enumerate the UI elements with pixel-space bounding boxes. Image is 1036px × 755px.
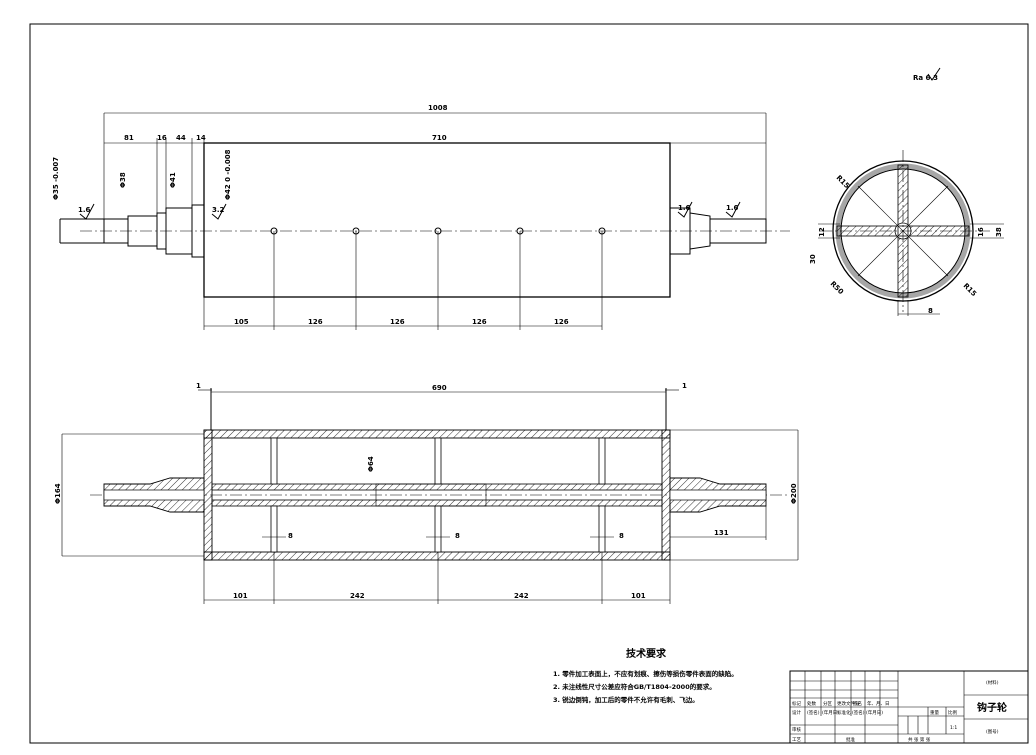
svg-text:处数: 处数: [807, 700, 816, 707]
svg-text:比例: 比例: [948, 709, 957, 716]
svg-text:设计: 设计: [792, 709, 801, 716]
svg-text:1:1: 1:1: [950, 725, 957, 731]
svg-text:1.6: 1.6: [678, 204, 691, 212]
svg-text:105: 105: [234, 318, 249, 326]
svg-text:(签名): (签名): [807, 709, 820, 716]
svg-text:(签名): (签名): [852, 709, 865, 716]
svg-text:131: 131: [714, 529, 729, 537]
svg-text:年、月、日: 年、月、日: [867, 700, 890, 707]
rough-mark-1: 1.6: [78, 203, 95, 220]
svg-text:1: 1: [682, 382, 687, 390]
svg-text:R15: R15: [962, 282, 978, 298]
svg-text:Φ164: Φ164: [54, 483, 62, 504]
svg-text:242: 242: [350, 592, 365, 600]
svg-text:8: 8: [928, 307, 933, 315]
svg-text:审核: 审核: [792, 726, 801, 733]
svg-text:Φ41: Φ41: [169, 172, 177, 188]
svg-text:16: 16: [157, 134, 167, 142]
side-view: R15 R15 R50 12 16 38 30 8: [809, 150, 1004, 316]
svg-text:标准化: 标准化: [837, 709, 851, 716]
svg-text:1: 1: [196, 382, 201, 390]
svg-text:共 张 第 张: 共 张 第 张: [908, 736, 931, 743]
svg-text:44: 44: [176, 134, 186, 142]
svg-text:12: 12: [818, 227, 826, 237]
svg-text:Φ64: Φ64: [367, 456, 375, 472]
rough-mark-4: 1.6: [725, 201, 741, 218]
svg-text:101: 101: [233, 592, 248, 600]
svg-text:1.6: 1.6: [726, 204, 739, 212]
svg-text:(材料): (材料): [986, 679, 999, 686]
svg-text:(年月日): (年月日): [866, 709, 883, 716]
svg-text:242: 242: [514, 592, 529, 600]
svg-text:8: 8: [619, 532, 624, 540]
svg-text:126: 126: [390, 318, 405, 326]
sheet-border: [29, 23, 1029, 744]
svg-text:签名: 签名: [853, 700, 862, 707]
svg-text:38: 38: [995, 227, 1003, 237]
svg-text:126: 126: [472, 318, 487, 326]
svg-text:更改文件号: 更改文件号: [837, 700, 860, 707]
svg-text:(图号): (图号): [986, 729, 999, 735]
svg-text:Φ200: Φ200: [790, 483, 798, 504]
rough-mark-2: 3.2: [211, 203, 227, 220]
svg-text:Φ38: Φ38: [119, 172, 127, 188]
tech-req-item: 3. 锐边倒钝，加工后的零件不允许有毛刺、飞边。: [553, 695, 699, 704]
svg-text:1008: 1008: [428, 104, 448, 112]
svg-text:8: 8: [455, 532, 460, 540]
svg-text:126: 126: [554, 318, 569, 326]
svg-text:Φ42 0 -0.008: Φ42 0 -0.008: [224, 149, 232, 200]
svg-text:690: 690: [432, 384, 447, 392]
tech-req-item: 2. 未注线性尺寸公差应符合GB/T1804-2000的要求。: [553, 682, 716, 691]
svg-text:16: 16: [977, 227, 985, 237]
rough-mark-3: 1.6: [677, 201, 693, 218]
svg-text:Ra 6.3: Ra 6.3: [913, 74, 938, 82]
svg-text:工艺: 工艺: [792, 737, 801, 743]
svg-text:分区: 分区: [823, 700, 832, 707]
svg-text:Φ35 -0.007: Φ35 -0.007: [52, 157, 60, 200]
svg-text:标记: 标记: [792, 700, 801, 707]
svg-text:14: 14: [196, 134, 206, 142]
svg-text:101: 101: [631, 592, 646, 600]
part-name: 钩子轮: [977, 701, 1007, 714]
section-view: 1 1 690 Φ64 Φ164: [54, 382, 799, 604]
tech-req-item: 1. 零件加工表面上，不应有划痕、擦伤等损伤零件表面的缺陷。: [553, 669, 738, 678]
svg-text:126: 126: [308, 318, 323, 326]
svg-text:3.2: 3.2: [212, 206, 225, 214]
tech-req-title: 技术要求: [626, 647, 667, 660]
svg-text:30: 30: [809, 254, 817, 264]
front-view: 105 126 126 126 126 1008 710 81 16 44 14…: [52, 104, 790, 330]
svg-text:R50: R50: [829, 280, 845, 296]
svg-text:批准: 批准: [846, 736, 855, 743]
technical-requirements: 技术要求 1. 零件加工表面上，不应有划痕、擦伤等损伤零件表面的缺陷。 2. 未…: [553, 647, 738, 704]
svg-text:81: 81: [124, 134, 134, 142]
svg-text:(年月日): (年月日): [822, 709, 839, 716]
svg-text:710: 710: [432, 134, 447, 142]
svg-text:8: 8: [288, 532, 293, 540]
roughness-note: Ra 6.3: [913, 67, 941, 82]
title-block: 标记 处数 分区 更改文件号 签名 年、月、日 设计 (签名) (年月日) 标准…: [789, 670, 1029, 744]
svg-text:重量: 重量: [930, 709, 939, 716]
svg-text:1.6: 1.6: [78, 206, 91, 214]
